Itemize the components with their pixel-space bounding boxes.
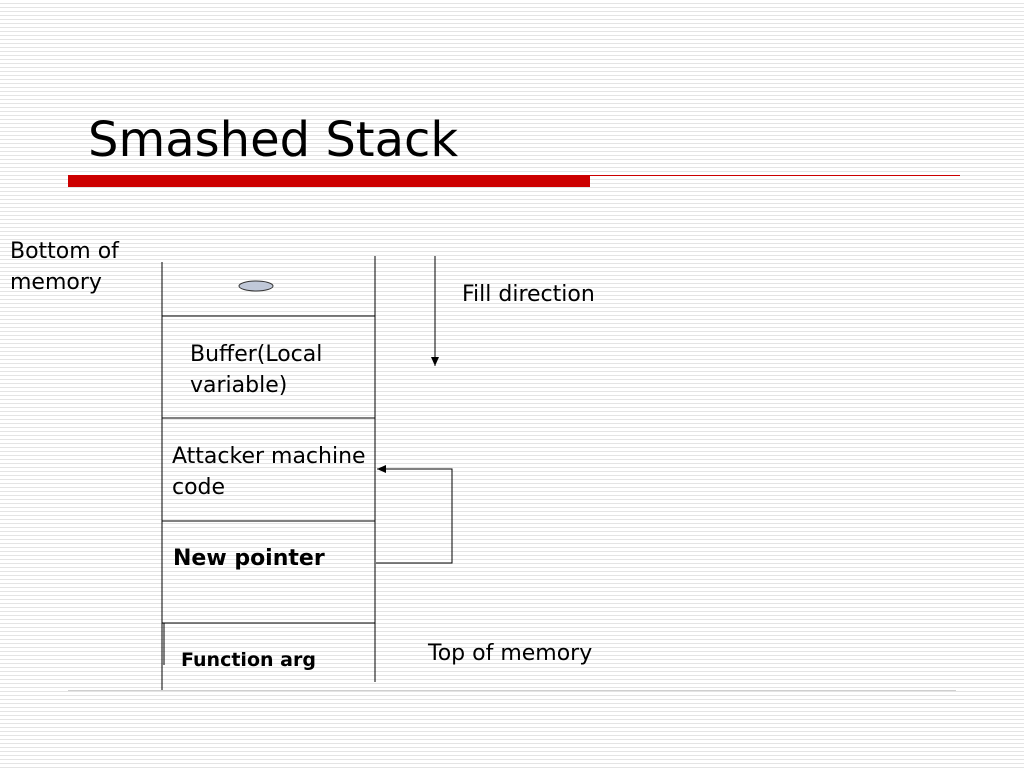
title-underline-rule: [590, 175, 960, 176]
stack-cell-attacker-label: Attacker machine code: [172, 444, 366, 500]
top-of-memory-label: Top of memory: [428, 641, 593, 666]
title-underline-bar: [68, 175, 590, 187]
stack-frame: [161, 256, 376, 690]
stack-cell-pointer-label: New pointer: [173, 546, 325, 571]
stack-cell-arg-label: Function arg: [181, 649, 316, 671]
bottom-rule: [68, 690, 956, 691]
bottom-of-memory-label: Bottom of memory: [10, 239, 119, 295]
pointer-return-arrow: [376, 465, 453, 564]
stack-token-ellipse: [238, 280, 274, 292]
stack-cell-buffer-label: Buffer(Local variable): [190, 342, 323, 398]
slide-title: Smashed Stack: [88, 112, 459, 168]
fill-direction-label: Fill direction: [462, 282, 595, 307]
